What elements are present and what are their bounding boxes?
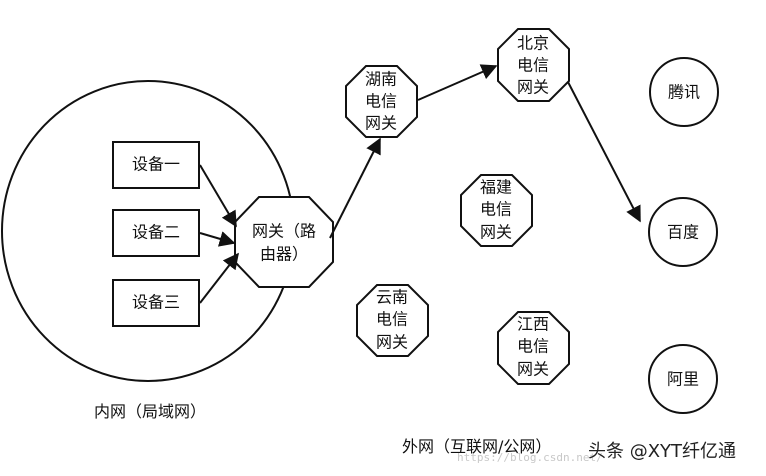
edge-device1-router	[199, 164, 237, 228]
server-label: 百度	[667, 223, 699, 242]
server-tencent-node[interactable]: 腾讯	[649, 57, 719, 127]
gateway-fujian-node[interactable]: 福建 电信 网关	[460, 174, 533, 247]
gateway-label-line: 电信	[480, 200, 512, 219]
gateway-label-line: 网关	[376, 333, 408, 352]
gateway-label-line: 电信	[376, 310, 408, 329]
gateway-label-line: 电信	[365, 92, 397, 111]
device-label: 设备三	[132, 293, 180, 312]
router-label-line-1: 网关（路	[252, 222, 316, 241]
gateway-label-line: 云南	[376, 288, 408, 307]
gateway-label-line: 湖南	[365, 70, 397, 89]
server-label: 腾讯	[668, 83, 700, 102]
device-label: 设备一	[132, 155, 180, 174]
server-baidu-node[interactable]: 百度	[648, 197, 718, 267]
edge-beijing-baidu	[567, 81, 641, 223]
gateway-label-line: 网关	[517, 360, 549, 379]
edge-router-hunan	[329, 137, 381, 239]
edge-hunan-beijing	[417, 64, 498, 101]
device-node-2[interactable]: 设备二	[112, 209, 200, 257]
gateway-label-line: 网关	[480, 223, 512, 242]
gateway-label-line: 网关	[365, 114, 397, 133]
wan-caption: 外网（互联网/公网）	[402, 437, 551, 456]
router-label-line-2: 由器）	[260, 245, 308, 264]
gateway-yunnan-node[interactable]: 云南 电信 网关	[356, 284, 429, 357]
faint-url-watermark: https://blog.csdn.net/	[457, 451, 603, 464]
gateway-label-line: 北京	[517, 34, 549, 53]
gateway-label-line: 福建	[480, 178, 512, 197]
router-node[interactable]: 网关（路 由器）	[234, 196, 334, 288]
gateway-label-line: 网关	[517, 78, 549, 97]
watermark-text: 头条 @XYT纤亿通	[588, 441, 736, 462]
device-label: 设备二	[132, 223, 180, 242]
device-node-1[interactable]: 设备一	[112, 141, 200, 189]
gateway-jiangxi-node[interactable]: 江西 电信 网关	[497, 311, 570, 385]
server-label: 阿里	[667, 370, 699, 389]
gateway-label-line: 江西	[517, 315, 549, 334]
gateway-label-line: 电信	[517, 337, 549, 356]
gateway-label-line: 电信	[517, 56, 549, 75]
gateway-beijing-node[interactable]: 北京 电信 网关	[497, 28, 570, 102]
gateway-hunan-node[interactable]: 湖南 电信 网关	[345, 65, 418, 138]
device-node-3[interactable]: 设备三	[112, 279, 200, 327]
server-alibaba-node[interactable]: 阿里	[648, 344, 718, 414]
lan-caption: 内网（局域网）	[94, 402, 206, 421]
edge-device3-router	[199, 252, 239, 304]
edge-device2-router	[199, 231, 236, 247]
